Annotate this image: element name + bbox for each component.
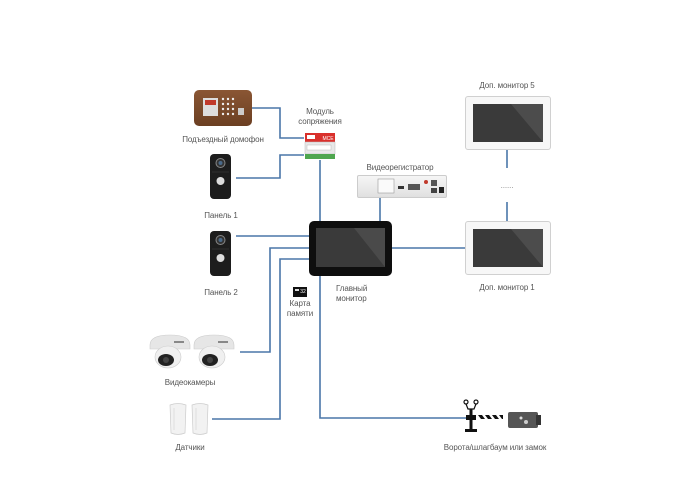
- ext-monitor-1: [465, 221, 551, 275]
- main-monitor-label-2: монитор: [336, 294, 367, 303]
- more-monitors-ellipsis: ......: [500, 181, 514, 190]
- panel-1-label: Панель 1: [204, 211, 238, 220]
- intercom-panel-icon: [203, 97, 244, 116]
- dome-camera-icon: [149, 334, 235, 369]
- wire-sensors-monitor: [212, 258, 310, 420]
- monitor-icon: [473, 229, 543, 267]
- sensors-label: Датчики: [175, 443, 205, 452]
- barrier-gate-icon: [463, 399, 503, 432]
- interface-module: MCE: [304, 132, 336, 160]
- memory-card: 32: [292, 283, 308, 297]
- monitor-icon: [473, 104, 543, 142]
- dvr-label: Видеорегистратор: [366, 163, 434, 172]
- main-monitor-label-1: Главный: [336, 284, 368, 293]
- panel-2: [210, 231, 231, 276]
- motion-sensor-icon: [169, 403, 209, 435]
- panel-1: [210, 154, 231, 199]
- wire-monitor-gate: [319, 276, 470, 419]
- lock-icon: [508, 410, 542, 430]
- panel-2-label: Панель 2: [204, 288, 238, 297]
- entrance-intercom: [194, 90, 252, 126]
- entrance-intercom-label: Подъездный домофон: [182, 135, 264, 144]
- monitor-icon: [316, 228, 385, 267]
- memory-card-label-1: Карта: [289, 299, 311, 308]
- memory-card-label-2: памяти: [286, 309, 314, 318]
- cameras-label: Видеокамеры: [164, 378, 216, 387]
- door-panel-icon: [212, 158, 229, 185]
- wire-panel1-module: [236, 154, 304, 179]
- ext-monitor-1-label: Доп. монитор 1: [479, 283, 535, 292]
- memory-card-badge: 32: [300, 289, 306, 295]
- ext-monitor-5-label: Доп. монитор 5: [479, 81, 535, 90]
- ext-monitor-5: [465, 96, 551, 150]
- main-monitor: [309, 221, 392, 276]
- gate-lock-label: Ворота/шлагбаум или замок: [443, 443, 547, 452]
- cameras: [148, 333, 240, 371]
- interface-module-label-2: сопряжения: [298, 117, 342, 126]
- interface-module-label-1: Модуль: [306, 107, 334, 116]
- dvr: [357, 175, 447, 198]
- module-badge: MCE: [322, 136, 334, 142]
- dvr-icon: [377, 178, 444, 194]
- wire-intercom-module: [252, 107, 304, 139]
- sensors: [168, 402, 212, 436]
- interface-module-icon: MCE: [304, 133, 336, 159]
- wire-cameras-monitor: [240, 247, 310, 353]
- gate-lock: [460, 398, 546, 434]
- door-panel-icon: [212, 235, 229, 262]
- microsd-card-icon: 32: [293, 287, 307, 297]
